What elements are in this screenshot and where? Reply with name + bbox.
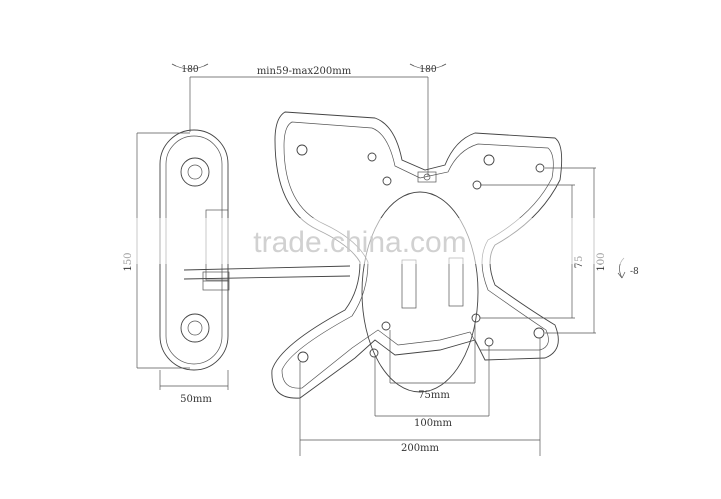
swivel-left-indicator: 180: [171, 63, 209, 75]
wall-plate-width-dimension: 50mm: [159, 370, 229, 405]
center-slot-left: [401, 259, 417, 309]
hole-75-top-left: [382, 176, 392, 186]
hole-200-bottom-right: [533, 327, 545, 339]
center-slot-right: [448, 257, 464, 307]
wall-plate-hole-bottom: [180, 313, 210, 343]
watermark-band: [110, 218, 630, 264]
arm-extension-dimension: min59-max200mm: [189, 66, 429, 176]
vesa-horizontal-200-label: 200mm: [401, 443, 440, 454]
watermark-text: trade.china.com: [253, 226, 466, 259]
arm-extension-label: min59-max200mm: [257, 66, 352, 77]
swivel-right-indicator: 180: [409, 63, 447, 75]
hole-200-bottom-left: [297, 351, 309, 363]
tilt-label: -8: [630, 267, 639, 277]
hole-200-top-right: [483, 154, 495, 166]
center-plate: [361, 191, 479, 393]
wall-plate-width-label: 50mm: [180, 394, 212, 405]
pivot-nut: [417, 171, 437, 183]
hole-100-bottom-right: [484, 337, 494, 347]
vesa-horizontal-75-label: 75mm: [418, 390, 450, 401]
vesa-horizontal-100-dimension: 100mm: [374, 346, 490, 429]
hole-75-bottom-left: [381, 321, 391, 331]
hole-100-top-left: [367, 152, 377, 162]
hole-100-bottom-left: [369, 348, 379, 358]
vesa-horizontal-200-dimension: 200mm: [299, 338, 541, 456]
vesa-horizontal-100-label: 100mm: [414, 418, 453, 429]
hole-200-top-left: [296, 144, 308, 156]
swing-arm: [183, 265, 351, 291]
swivel-left-label: 180: [181, 65, 198, 75]
hole-100-top-right: [535, 163, 545, 173]
wall-plate-hole-top: [180, 157, 210, 187]
vesa-horizontal-75-dimension: 75mm: [389, 322, 476, 401]
swivel-right-label: 180: [419, 65, 436, 75]
hole-75-top-right: [472, 180, 482, 190]
